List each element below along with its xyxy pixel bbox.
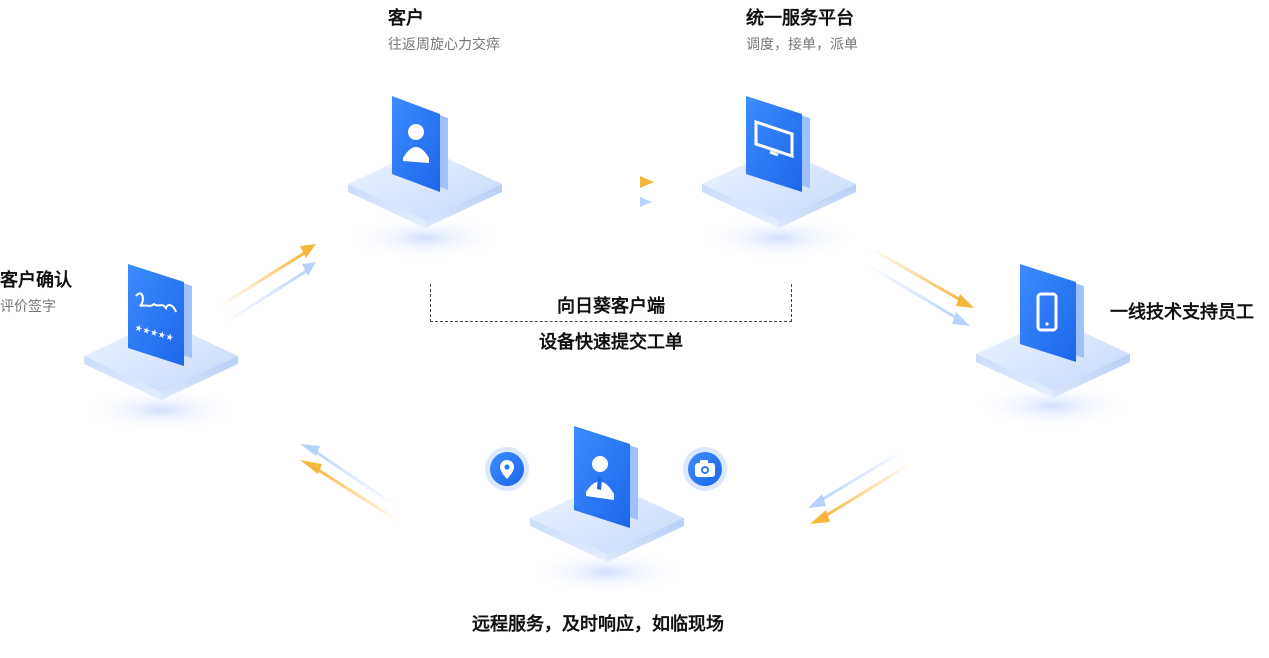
arrow-customer-to-platform	[524, 176, 654, 207]
confirm-subtitle: 评价签字	[0, 299, 56, 315]
arrow-confirm-to-customer	[219, 244, 316, 324]
worker-icon	[574, 426, 638, 528]
location-pin-icon	[485, 447, 529, 491]
arrow-staff-to-remote	[808, 448, 911, 524]
staff-node	[975, 264, 1131, 428]
confirm-node: ★★★★★	[83, 264, 239, 432]
center-line2: 设备快速提交工单	[539, 332, 683, 353]
monitor-icon	[746, 96, 810, 192]
customer-title: 客户	[388, 8, 424, 29]
user-icon	[392, 96, 448, 192]
confirm-title: 客户确认	[0, 270, 72, 291]
phone-icon	[1020, 264, 1084, 362]
arrow-platform-to-staff	[865, 246, 974, 326]
center-line1: 向日葵客户端	[557, 296, 665, 317]
platform-node	[701, 96, 857, 260]
platform-title: 统一服务平台	[746, 8, 854, 29]
camera-icon	[683, 447, 727, 491]
staff-title: 一线技术支持员工	[1110, 302, 1254, 323]
customer-subtitle: 往返周旋心力交瘁	[388, 37, 500, 53]
signature-icon: ★★★★★	[128, 264, 192, 366]
remote-node	[529, 426, 685, 594]
arrow-remote-to-confirm	[300, 444, 401, 524]
platform-subtitle: 调度，接单，派单	[746, 37, 858, 53]
customer-node	[347, 96, 503, 260]
remote-caption: 远程服务，及时响应，如临现场	[472, 614, 724, 635]
center-bracket	[430, 284, 792, 322]
